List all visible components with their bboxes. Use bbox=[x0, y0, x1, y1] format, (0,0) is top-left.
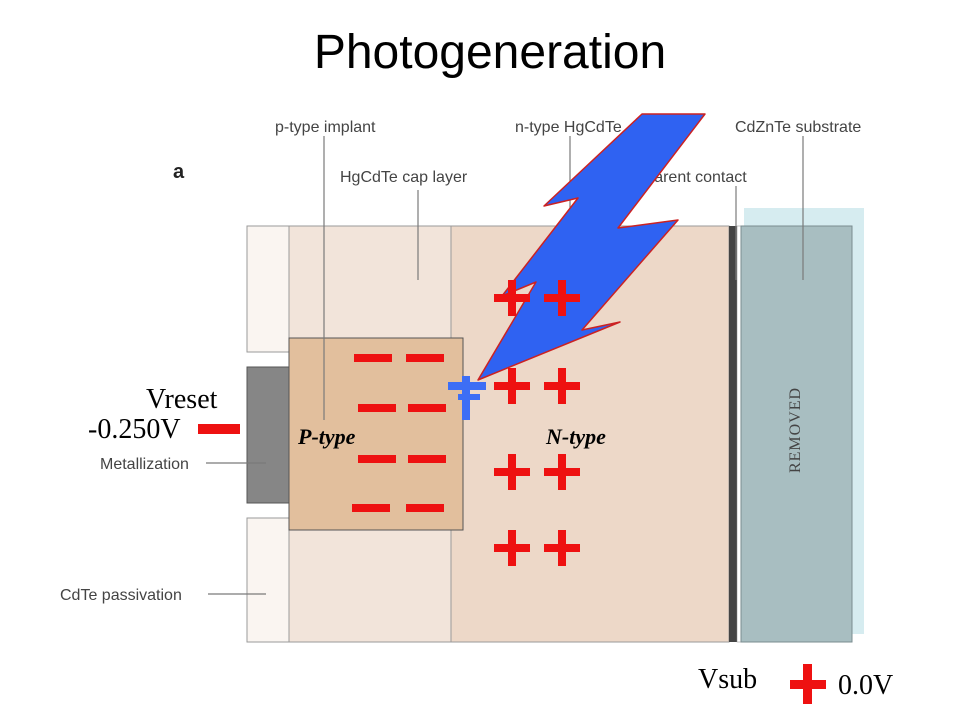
panel-letter: a bbox=[173, 161, 185, 183]
callout-p-type-implant: p-type implant bbox=[275, 119, 376, 136]
hole-plus-sign bbox=[494, 280, 530, 316]
vsub-value: 0.0V bbox=[838, 670, 893, 701]
holes-group bbox=[494, 280, 580, 566]
vreset-label: Vreset bbox=[146, 384, 218, 415]
passivation-top bbox=[246, 225, 290, 353]
electron-minus-sign bbox=[358, 455, 396, 463]
transparent-contact-gap bbox=[736, 225, 742, 643]
metallization-block bbox=[246, 366, 290, 504]
callout-hgcdte-cap-layer: HgCdTe cap layer bbox=[340, 169, 468, 186]
slide-title: Photogeneration bbox=[314, 26, 666, 79]
vsub-label: Vsub bbox=[698, 664, 757, 695]
vreset-minus-sign bbox=[198, 424, 240, 434]
p-type-implant-region bbox=[288, 337, 464, 531]
vreset-value: -0.250V bbox=[88, 414, 181, 445]
photogenerated-hole-icon bbox=[448, 376, 486, 420]
callout-n-type-hgcdte: n-type HgCdTe bbox=[515, 119, 622, 136]
electrons-group bbox=[352, 354, 446, 512]
hole-plus-sign bbox=[494, 530, 530, 566]
hole-plus-sign bbox=[544, 280, 580, 316]
hole-plus-sign bbox=[544, 530, 580, 566]
passivation-bottom bbox=[246, 517, 290, 643]
vsub-plus-sign bbox=[790, 664, 826, 704]
hole-plus-sign bbox=[494, 454, 530, 490]
hole-plus-sign bbox=[544, 454, 580, 490]
hole-plus-sign bbox=[494, 368, 530, 404]
lightning-bolt-icon bbox=[477, 113, 706, 381]
electron-minus-sign bbox=[408, 455, 446, 463]
electron-minus-sign bbox=[358, 404, 396, 412]
n-type-label: N-type bbox=[545, 424, 606, 449]
p-type-label: P-type bbox=[297, 424, 356, 449]
electron-minus-sign bbox=[406, 504, 444, 512]
removed-label: REMOVED bbox=[787, 387, 804, 473]
hole-plus-sign bbox=[544, 368, 580, 404]
transparent-contact-strip bbox=[729, 226, 737, 642]
callout-cdte-passivation: CdTe passivation bbox=[60, 587, 182, 604]
callout-metallization: Metallization bbox=[100, 456, 189, 473]
electron-minus-sign bbox=[354, 354, 392, 362]
electron-minus-sign bbox=[352, 504, 390, 512]
electron-minus-sign bbox=[406, 354, 444, 362]
electron-minus-sign bbox=[408, 404, 446, 412]
callout-cdznte-substrate: CdZnTe substrate bbox=[735, 119, 861, 136]
substrate-region bbox=[740, 225, 853, 643]
